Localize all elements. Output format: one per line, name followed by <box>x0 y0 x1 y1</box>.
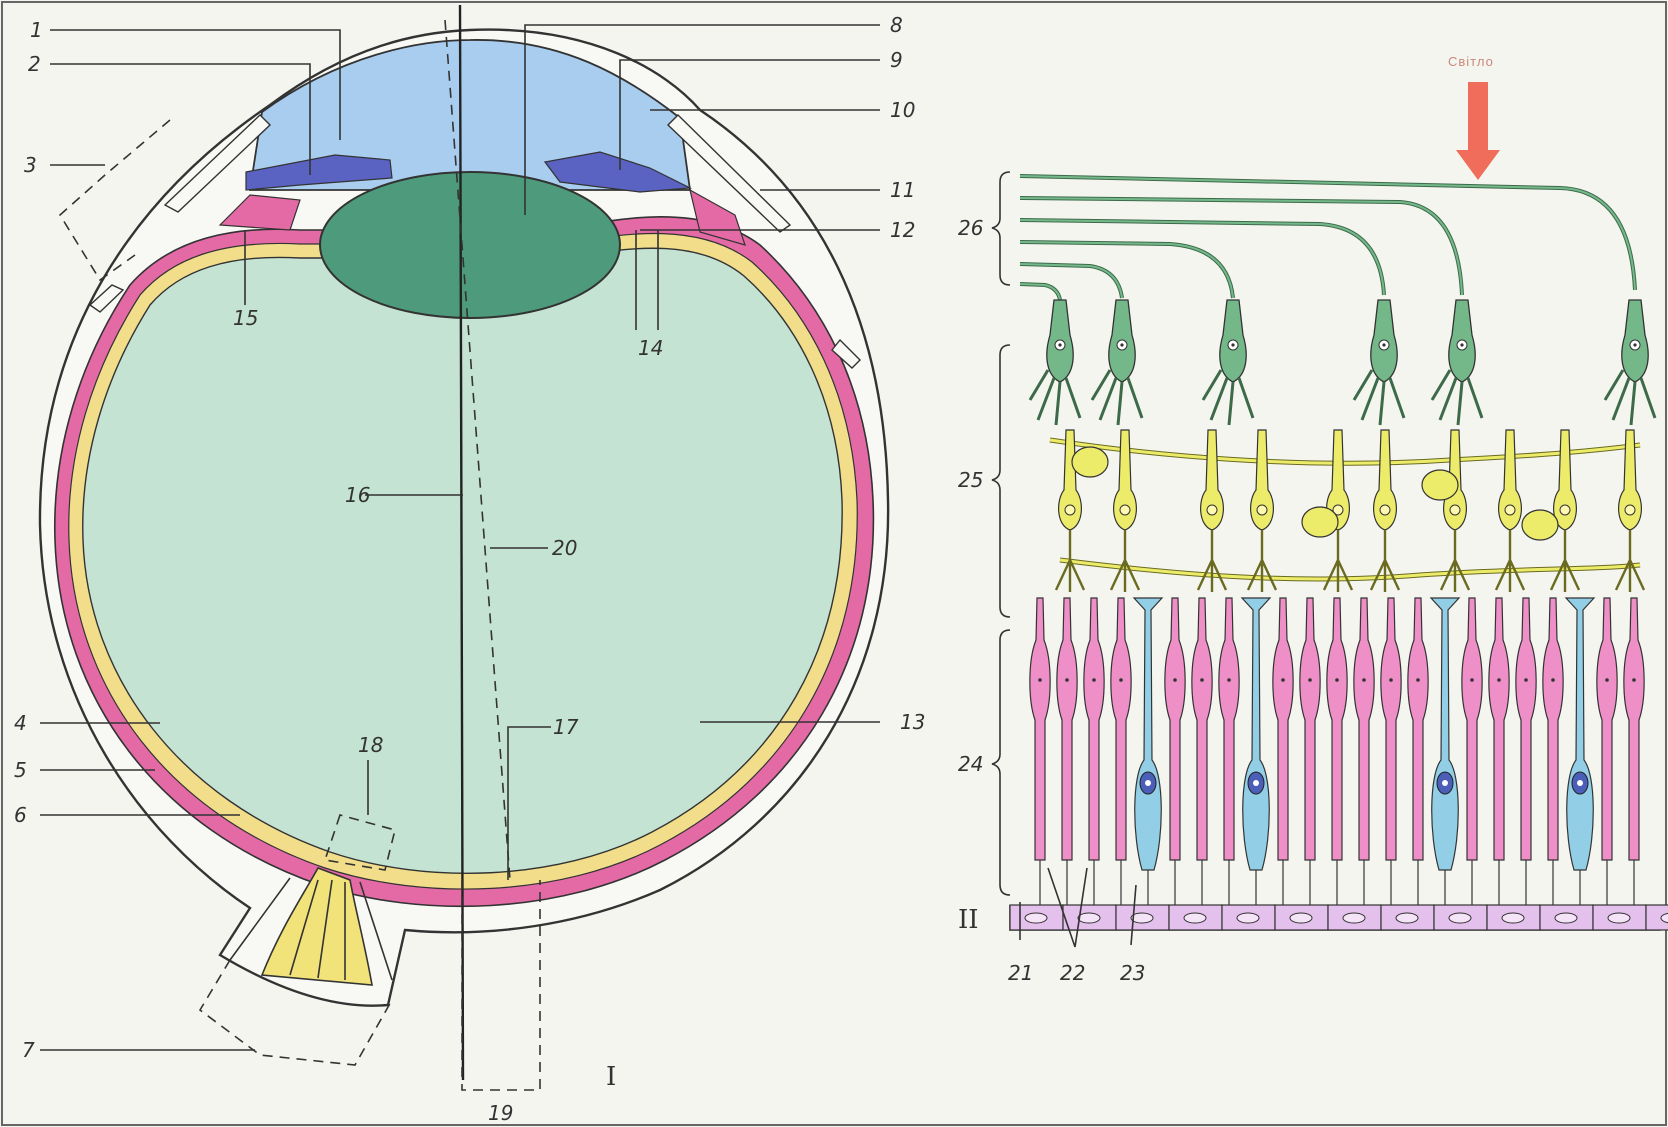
label-20: 20 <box>552 536 577 560</box>
horizontal-cell <box>1302 507 1338 537</box>
label-9: 9 <box>890 48 903 72</box>
label-21: 21 <box>1008 961 1033 985</box>
label-18: 18 <box>358 733 383 757</box>
label-6: 6 <box>14 803 27 827</box>
label-3: 3 <box>24 153 37 177</box>
horizontal-cell <box>1522 510 1558 540</box>
label-10: 10 <box>890 98 915 122</box>
pigment-cell <box>1222 905 1275 930</box>
pigment-cell <box>1646 905 1668 930</box>
pigment-cell <box>1275 905 1328 930</box>
part-number-eye: I <box>606 1062 616 1092</box>
label-19: 19 <box>488 1101 513 1125</box>
part-number-retina: II <box>958 905 979 935</box>
pigment-cell <box>1116 905 1169 930</box>
horizontal-cell <box>1422 470 1458 500</box>
label-2: 2 <box>28 52 41 76</box>
horizontal-cell <box>1072 447 1108 477</box>
pigment-epithelium <box>1010 905 1668 930</box>
lens <box>320 172 620 318</box>
pigment-cell <box>1434 905 1487 930</box>
pigment-cell <box>1381 905 1434 930</box>
label-22: 22 <box>1060 961 1085 985</box>
label-11: 11 <box>890 178 915 202</box>
pigment-cell <box>1593 905 1646 930</box>
pigment-cell <box>1169 905 1222 930</box>
light-label: Світло <box>1448 54 1494 69</box>
label-15: 15 <box>233 306 258 330</box>
label-17: 17 <box>553 715 579 739</box>
label-26: 26 <box>958 216 983 240</box>
label-4: 4 <box>14 711 27 735</box>
label-16: 16 <box>345 483 370 507</box>
label-1: 1 <box>30 18 43 42</box>
label-5: 5 <box>14 758 27 782</box>
label-23: 23 <box>1120 961 1145 985</box>
pigment-cell <box>1540 905 1593 930</box>
label-8: 8 <box>890 13 903 37</box>
label-14: 14 <box>638 336 663 360</box>
pigment-cell <box>1487 905 1540 930</box>
label-7: 7 <box>22 1038 35 1062</box>
pigment-cell <box>1328 905 1381 930</box>
label-13: 13 <box>900 710 925 734</box>
pigment-cell <box>1063 905 1116 930</box>
photoreceptor-layer <box>1030 598 1644 905</box>
label-12: 12 <box>890 218 915 242</box>
pigment-cell <box>1010 905 1063 930</box>
label-24: 24 <box>958 752 983 776</box>
label-25: 25 <box>958 468 983 492</box>
